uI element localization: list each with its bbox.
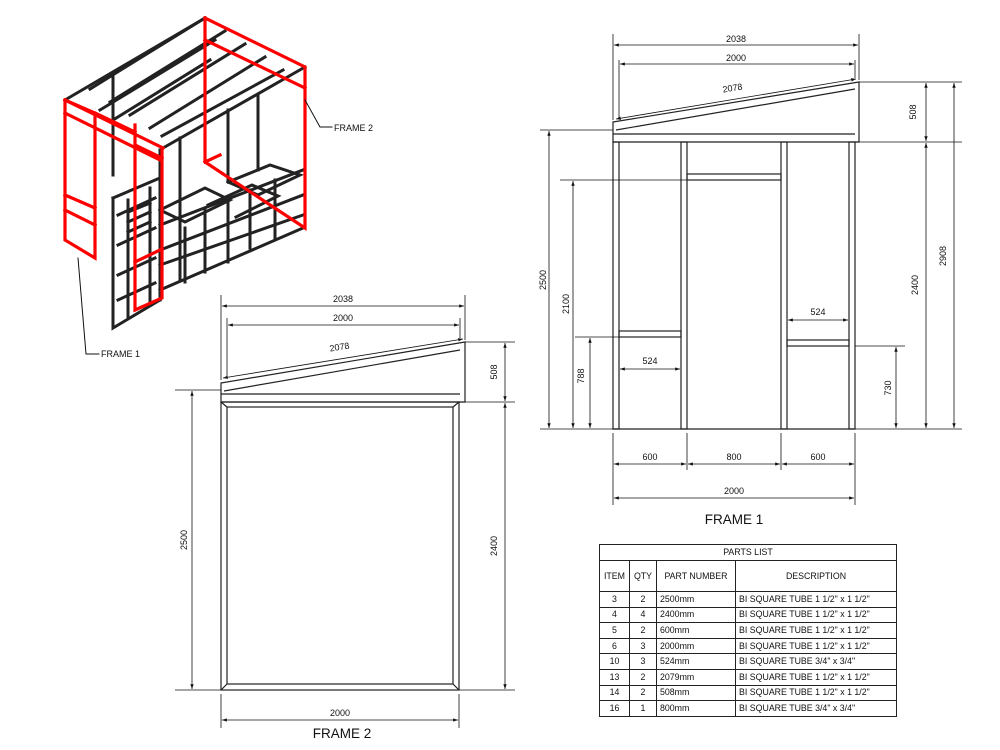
cell-part-number: 524mm: [656, 653, 736, 670]
f2-dim-top-inner: 2000: [333, 313, 353, 323]
cell-part-number: 800mm: [656, 700, 736, 717]
cell-item: 3: [599, 591, 630, 608]
f2-dim-roof-rise: 508: [489, 364, 499, 379]
f1-dim-overall-top: 2038: [726, 34, 746, 44]
col-item: ITEM: [599, 560, 630, 592]
frame1-title: FRAME 1: [705, 512, 764, 527]
table-row: 6 3 2000mm BI SQUARE TUBE 1 1/2" x 1 1/2…: [599, 637, 897, 655]
cell-qty: 1: [629, 700, 657, 717]
cell-item: 16: [599, 700, 630, 717]
f1-dim-roof-rise: 508: [908, 104, 918, 119]
table-row: 3 2 2500mm BI SQUARE TUBE 1 1/2" x 1 1/2…: [599, 591, 897, 608]
table-row: 14 2 508mm BI SQUARE TUBE 1 1/2" x 1 1/2…: [599, 684, 897, 702]
f1-dim-overall-bottom: 2000: [724, 486, 744, 496]
cell-item: 4: [599, 606, 630, 624]
frame2-callout-label: FRAME 2: [334, 123, 373, 133]
table-row: 4 4 2400mm BI SQUARE TUBE 1 1/2" x 1 1/2…: [599, 606, 897, 624]
cell-description: BI SQUARE TUBE 1 1/2" x 1 1/2": [735, 622, 897, 639]
frame2-inner-frame: [226, 406, 454, 685]
cell-item: 10: [599, 653, 630, 670]
cell-description: BI SQUARE TUBE 1 1/2" x 1 1/2": [735, 637, 897, 655]
cell-part-number: 2400mm: [656, 606, 736, 624]
cell-part-number: 2500mm: [656, 591, 736, 608]
f1-dim-wall-left: 2500: [538, 270, 548, 290]
frame2-outer-frame: [220, 401, 460, 691]
f2-dim-overall-top: 2038: [333, 294, 353, 304]
col-qty: QTY: [629, 560, 657, 592]
f2-dim-wall-left: 2500: [179, 530, 189, 550]
f1-dim-door-height: 2100: [561, 294, 571, 314]
f2-dim-wall-right: 2400: [489, 536, 499, 556]
cell-part-number: 2000mm: [656, 637, 736, 655]
cell-part-number: 600mm: [656, 622, 736, 639]
f1-dim-left-panel: 524: [642, 356, 657, 366]
f1-dim-total-height: 2908: [938, 246, 948, 266]
cell-item: 6: [599, 637, 630, 655]
cell-qty: 2: [629, 591, 657, 608]
parts-list-title: PARTS LIST: [599, 544, 897, 561]
cell-qty: 4: [629, 606, 657, 624]
cell-qty: 3: [629, 637, 657, 655]
f1-dim-right-sill: 730: [883, 380, 893, 395]
col-part-number: PART NUMBER: [656, 560, 736, 592]
f1-dim-bay-right: 600: [810, 452, 825, 462]
table-row: 10 3 524mm BI SQUARE TUBE 3/4" x 3/4": [599, 653, 897, 670]
frame1-door-post-right: [780, 141, 788, 430]
frame1-left-sill: [618, 330, 682, 338]
frame2-title: FRAME 2: [313, 726, 372, 741]
cell-part-number: 2079mm: [656, 668, 736, 686]
frame1-door-post-left: [680, 141, 688, 430]
f1-dim-right-panel: 524: [810, 307, 825, 317]
cell-qty: 2: [629, 684, 657, 702]
cell-description: BI SQUARE TUBE 1 1/2" x 1 1/2": [735, 606, 897, 624]
frame1-elevation: [612, 81, 860, 430]
cell-item: 5: [599, 622, 630, 639]
table-row: 16 1 800mm BI SQUARE TUBE 3/4" x 3/4": [599, 700, 897, 717]
frame1-door-header: [686, 173, 782, 181]
iso-dark-structure: [62, 15, 308, 331]
f1-dim-slope: 2078: [722, 81, 743, 94]
iso-highlighted-frames: [62, 15, 308, 313]
cell-description: BI SQUARE TUBE 1 1/2" x 1 1/2": [735, 591, 897, 608]
frame1-right-post: [848, 141, 856, 430]
cell-item: 13: [599, 668, 630, 686]
table-row: 5 2 600mm BI SQUARE TUBE 1 1/2" x 1 1/2": [599, 622, 897, 639]
f1-dim-wall-right: 2400: [910, 275, 920, 295]
frame1-callout-label: FRAME 1: [101, 349, 140, 359]
frame1-dimension-labels: 2038 2000 2078 508 2908 2400 2500 2100 7…: [538, 34, 948, 496]
table-row: 13 2 2079mm BI SQUARE TUBE 1 1/2" x 1 1/…: [599, 668, 897, 686]
frame1-left-post: [612, 141, 620, 430]
cell-qty: 3: [629, 653, 657, 670]
parts-list-table: PARTS LIST ITEM QTY PART NUMBER DESCRIPT…: [599, 544, 897, 717]
frame2-dimension-lines: [175, 295, 515, 728]
frame1-dimension-lines: [540, 34, 962, 505]
cell-description: BI SQUARE TUBE 1 1/2" x 1 1/2": [735, 668, 897, 686]
cell-description: BI SQUARE TUBE 3/4" x 3/4": [735, 653, 897, 670]
frame1-right-sill: [786, 339, 850, 347]
cell-item: 14: [599, 684, 630, 702]
f1-dim-left-sill: 788: [576, 368, 586, 383]
frame2-elevation: [220, 341, 466, 691]
cell-description: BI SQUARE TUBE 3/4" x 3/4": [735, 700, 897, 717]
f2-dim-overall-bottom: 2000: [330, 708, 350, 718]
iso-callout-leaders: [77, 99, 333, 355]
isometric-view: [62, 15, 333, 355]
f1-dim-top-inner: 2000: [726, 53, 746, 63]
cell-qty: 2: [629, 668, 657, 686]
col-description: DESCRIPTION: [735, 560, 897, 592]
f1-dim-bay-mid: 800: [726, 452, 741, 462]
cell-qty: 2: [629, 622, 657, 639]
cell-description: BI SQUARE TUBE 1 1/2" x 1 1/2": [735, 684, 897, 702]
f2-dim-slope: 2078: [329, 340, 350, 353]
f1-dim-bay-left: 600: [642, 452, 657, 462]
cell-part-number: 508mm: [656, 684, 736, 702]
frame2-dimension-labels: 2038 2000 2078 508 2400 2500 2000: [179, 294, 499, 718]
